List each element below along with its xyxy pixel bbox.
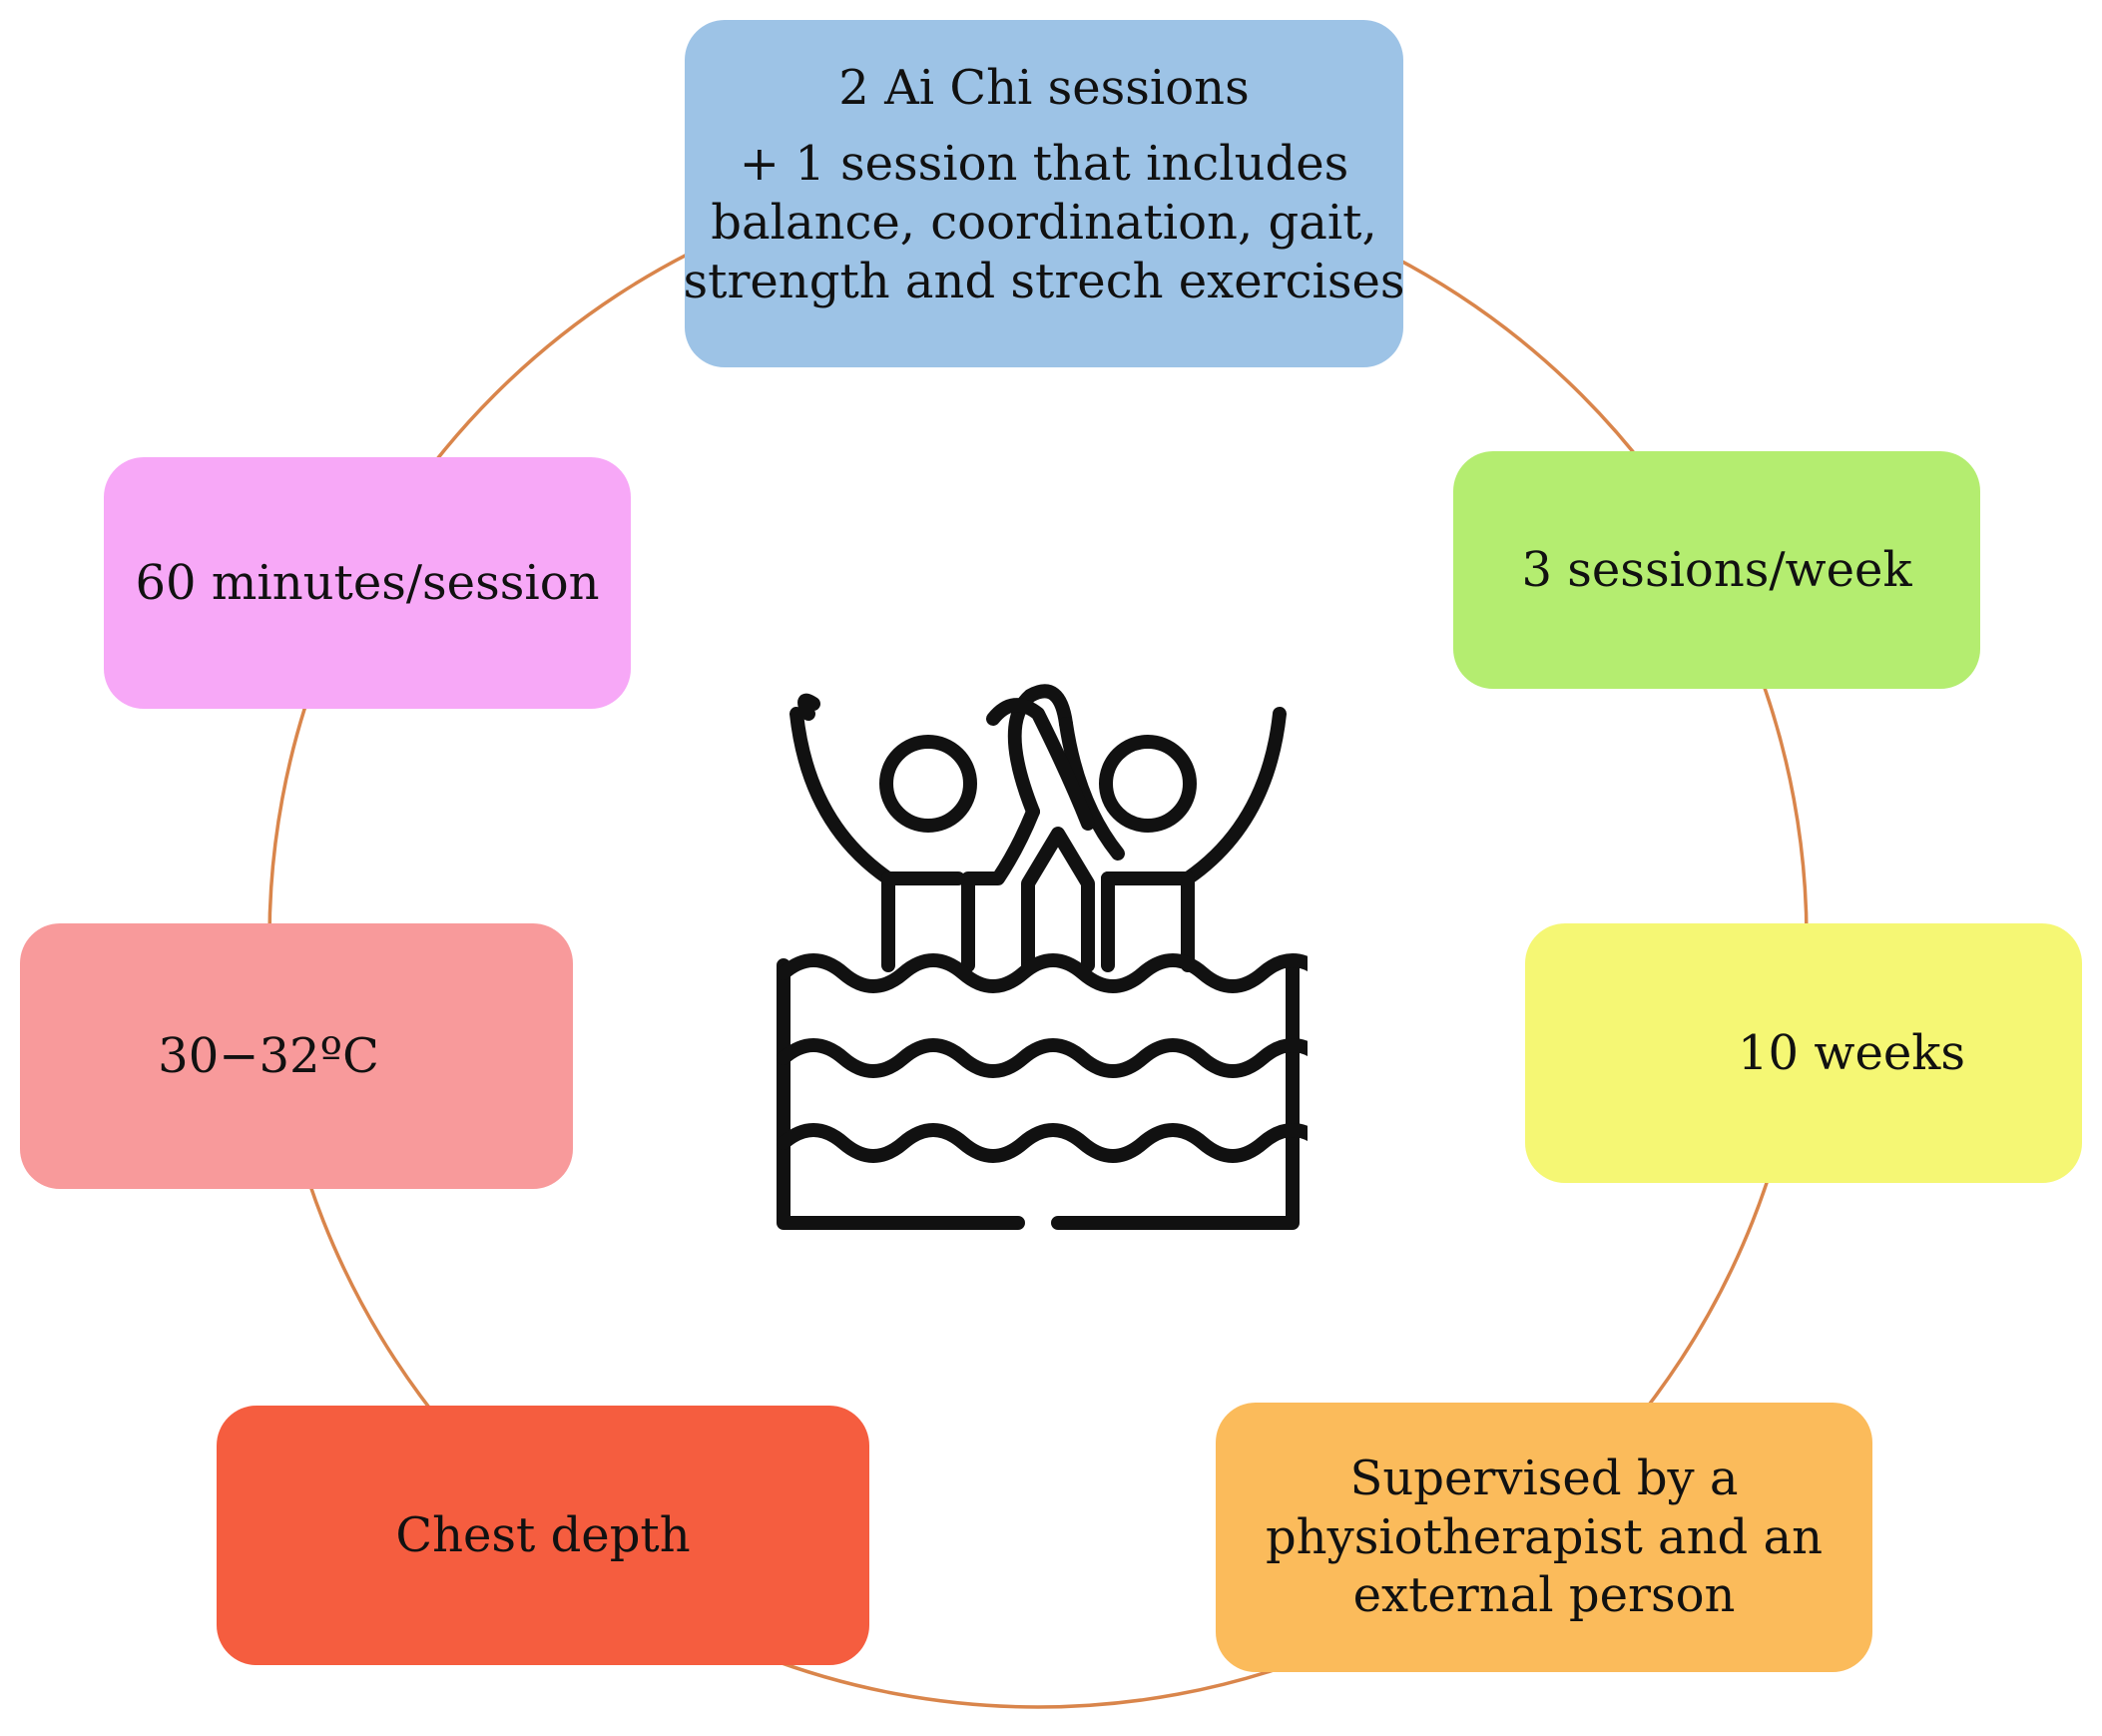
node-line: Supervised by a (1349, 1450, 1739, 1507)
node-water-depth: Chest depth (217, 1406, 869, 1665)
node-sessions-composition: 2 Ai Chi sessions + 1 session that inclu… (683, 20, 1405, 367)
node-line: 30−32ºC (158, 1027, 379, 1084)
node-line: 10 weeks (1738, 1024, 1965, 1081)
node-line: 3 sessions/week (1521, 541, 1912, 598)
node-line: strength and strech exercises (683, 253, 1405, 309)
node-water-temperature: 30−32ºC (20, 923, 573, 1189)
node-line: + 1 session that includes (739, 136, 1349, 193)
node-line: Chest depth (395, 1506, 691, 1563)
node-line: 60 minutes/session (135, 554, 600, 611)
node-frequency: 3 sessions/week (1453, 451, 1980, 689)
node-supervision: Supervised by a physiotherapist and an e… (1216, 1403, 1872, 1672)
node-session-length: 60 minutes/session (104, 457, 631, 709)
node-line: 2 Ai Chi sessions (838, 59, 1250, 116)
node-duration-program: 10 weeks (1525, 923, 2082, 1183)
node-line: balance, coordination, gait, (711, 195, 1377, 251)
people-in-water-icon (777, 684, 1308, 1230)
node-line: external person (1352, 1567, 1736, 1624)
node-line: physiotherapist and an (1265, 1508, 1824, 1565)
